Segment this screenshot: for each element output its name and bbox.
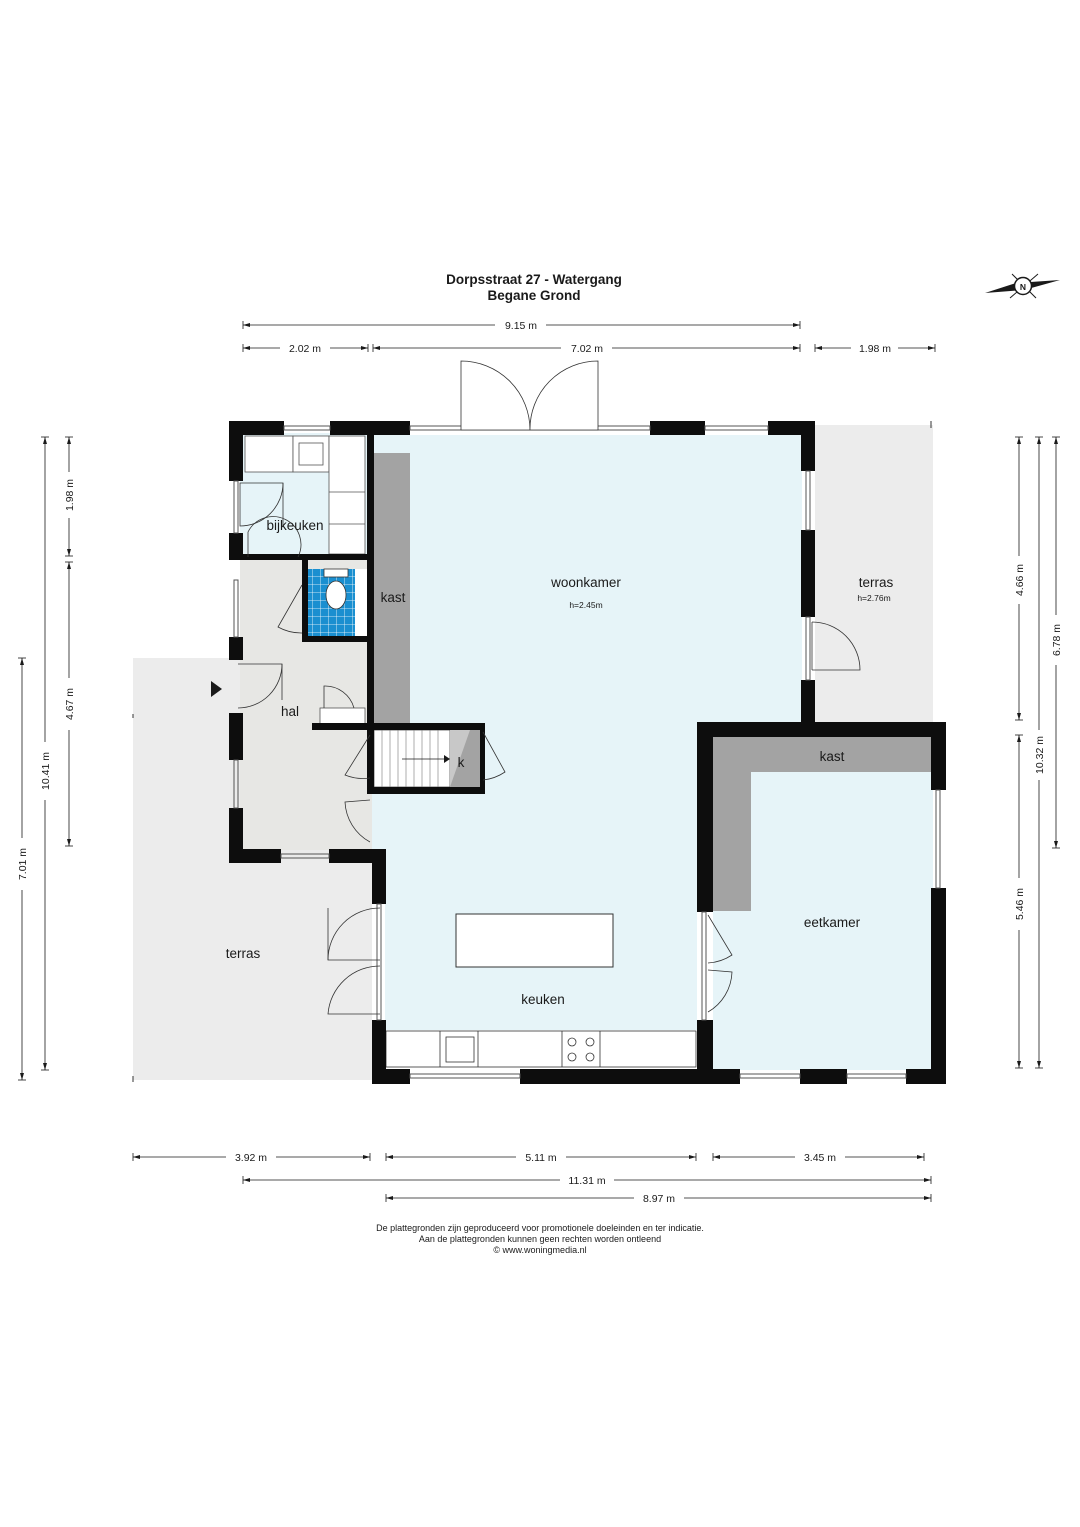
dim-bottom-total-a: 11.31 m (568, 1175, 605, 1187)
dim-top-right: 1.98 m (859, 343, 891, 355)
dim-right-a: 4.66 m (1014, 564, 1026, 596)
kast-east-cabinet (713, 737, 931, 911)
dim-right-c: 10.32 m (1034, 736, 1046, 774)
room-label-terras-west: terras (226, 946, 261, 961)
disclaimer-line-3: © www.woningmedia.nl (493, 1245, 587, 1255)
dim-right-d: 6.78 m (1051, 624, 1063, 656)
disclaimer-line-2: Aan de plattegronden kunnen geen rechten… (418, 1234, 662, 1244)
plan-subtitle: Begane Grond (487, 288, 580, 303)
dim-left-c: 10.41 m (40, 752, 52, 790)
staircase (373, 729, 451, 788)
room-label-terras-east: terras (859, 575, 894, 590)
compass-letter: N (1020, 282, 1026, 292)
doors (237, 360, 861, 1015)
dim-bottom-left: 3.92 m (235, 1152, 267, 1164)
dim-bottom-total-b: 8.97 m (643, 1193, 675, 1205)
plan-title: Dorpsstraat 27 - Watergang (446, 272, 622, 287)
cooktop-icon (567, 1037, 595, 1062)
walls (229, 421, 946, 1084)
dim-left-d: 7.01 m (17, 848, 29, 880)
dim-top-total: 9.15 m (505, 320, 537, 332)
utility-sink-icon (292, 435, 330, 473)
windows (233, 425, 941, 1079)
toilet-bowl-icon (325, 580, 347, 610)
room-label-eetkamer: eetkamer (804, 915, 861, 930)
dim-top-left: 2.02 m (289, 343, 321, 355)
kitchen-sink-icon (445, 1036, 475, 1063)
kast-west-cabinet (374, 453, 410, 724)
disclaimer: De plattegronden zijn geproduceerd voor … (290, 1223, 790, 1256)
compass-icon: N (985, 273, 1060, 299)
dim-bottom-right: 3.45 m (804, 1152, 836, 1164)
disclaimer-line-1: De plattegronden zijn geproduceerd voor … (376, 1223, 704, 1233)
terrace-east-area (815, 425, 933, 722)
dim-right-b: 5.46 m (1014, 888, 1026, 920)
entrance-arrow-icon (211, 681, 222, 697)
furnishings (244, 435, 931, 1068)
dim-top-mid: 7.02 m (571, 343, 603, 355)
room-height-woonkamer: h=2.45m (569, 600, 602, 610)
stair-arrow-icon (444, 755, 450, 763)
room-label-kast-east: kast (820, 749, 845, 764)
room-label-hal: hal (281, 704, 299, 719)
woonkamer-keuken-area (372, 435, 802, 1030)
dimension-arrowheads (20, 323, 1058, 1200)
floor-fills (133, 425, 933, 1080)
room-label-keuken: keuken (521, 992, 565, 1007)
room-label-kast-west: kast (381, 590, 406, 605)
kitchen-island (455, 913, 614, 968)
dim-left-a: 1.98 m (64, 479, 76, 511)
kitchen-counter (385, 1030, 697, 1068)
room-height-terras-east: h=2.76m (857, 593, 890, 603)
dimension-lines (18, 321, 1060, 1202)
dim-left-b: 4.67 m (64, 688, 76, 720)
dim-bottom-mid: 5.11 m (525, 1152, 557, 1164)
room-label-bijkeuken: bijkeuken (266, 518, 323, 533)
room-label-woonkamer: woonkamer (550, 575, 621, 590)
room-label-k: k (458, 755, 465, 770)
